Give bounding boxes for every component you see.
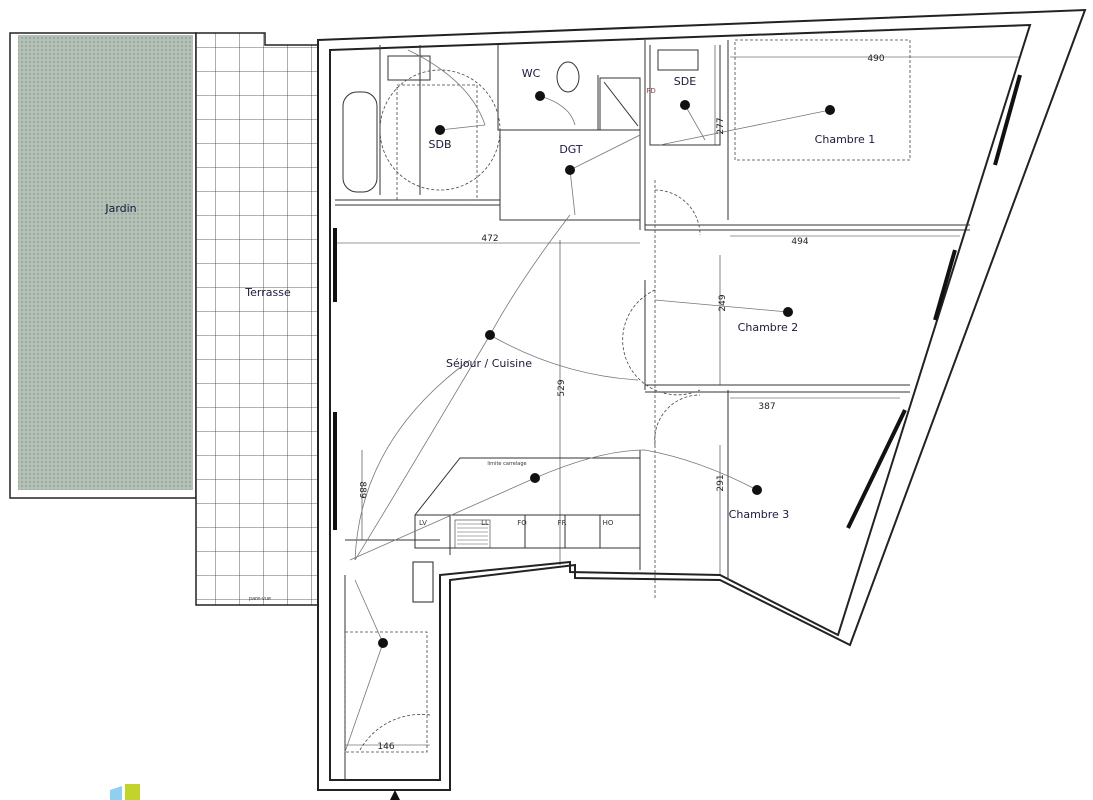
terrace-area: [195, 32, 319, 606]
dimension-277: 277: [716, 117, 726, 134]
room-label-wc: WC: [522, 67, 541, 80]
entrance-arrow-icon: [390, 790, 400, 800]
dimension-490: 490: [867, 54, 884, 64]
kitchen-label-ho: HO: [603, 519, 614, 527]
ceiling-light-icons: [378, 91, 835, 648]
apartment-walls: [317, 8, 1087, 791]
dimension-291: 291: [716, 474, 726, 491]
dimension-889: 889: [357, 481, 367, 498]
dimension-472: 472: [481, 234, 498, 244]
annotation-pare-vue: pare-vue: [249, 596, 271, 602]
room-label-sde: SDE: [674, 75, 696, 88]
room-label-jardin: Jardin: [104, 202, 136, 215]
logo: [110, 784, 140, 800]
room-label-dgt: DGT: [559, 143, 583, 156]
kitchen-label-ll: LL: [481, 519, 489, 527]
annotation-limite-carrelage: limite carrelage: [487, 461, 526, 467]
dimension-529: 529: [557, 379, 567, 396]
garden-area: [9, 32, 197, 499]
dimension-387: 387: [758, 402, 775, 412]
kitchen-label-lv: LV: [419, 519, 427, 527]
room-label-chambre-1: Chambre 1: [815, 133, 876, 146]
room-label-sdb: SDB: [429, 138, 452, 151]
room-label-terrasse: Terrasse: [244, 286, 291, 299]
kitchen-label-fr: FR: [558, 519, 567, 527]
kitchen-label-fo: FO: [517, 519, 527, 527]
room-label-chambre-2: Chambre 2: [738, 321, 799, 334]
room-label-sejour-cuisine: Séjour / Cuisine: [446, 357, 532, 370]
annotation-pd: PD: [646, 87, 656, 95]
room-label-chambre-3: Chambre 3: [729, 508, 790, 521]
dimension-249: 249: [718, 294, 728, 311]
dimension-494: 494: [791, 237, 808, 247]
dimension-146: 146: [377, 742, 394, 752]
